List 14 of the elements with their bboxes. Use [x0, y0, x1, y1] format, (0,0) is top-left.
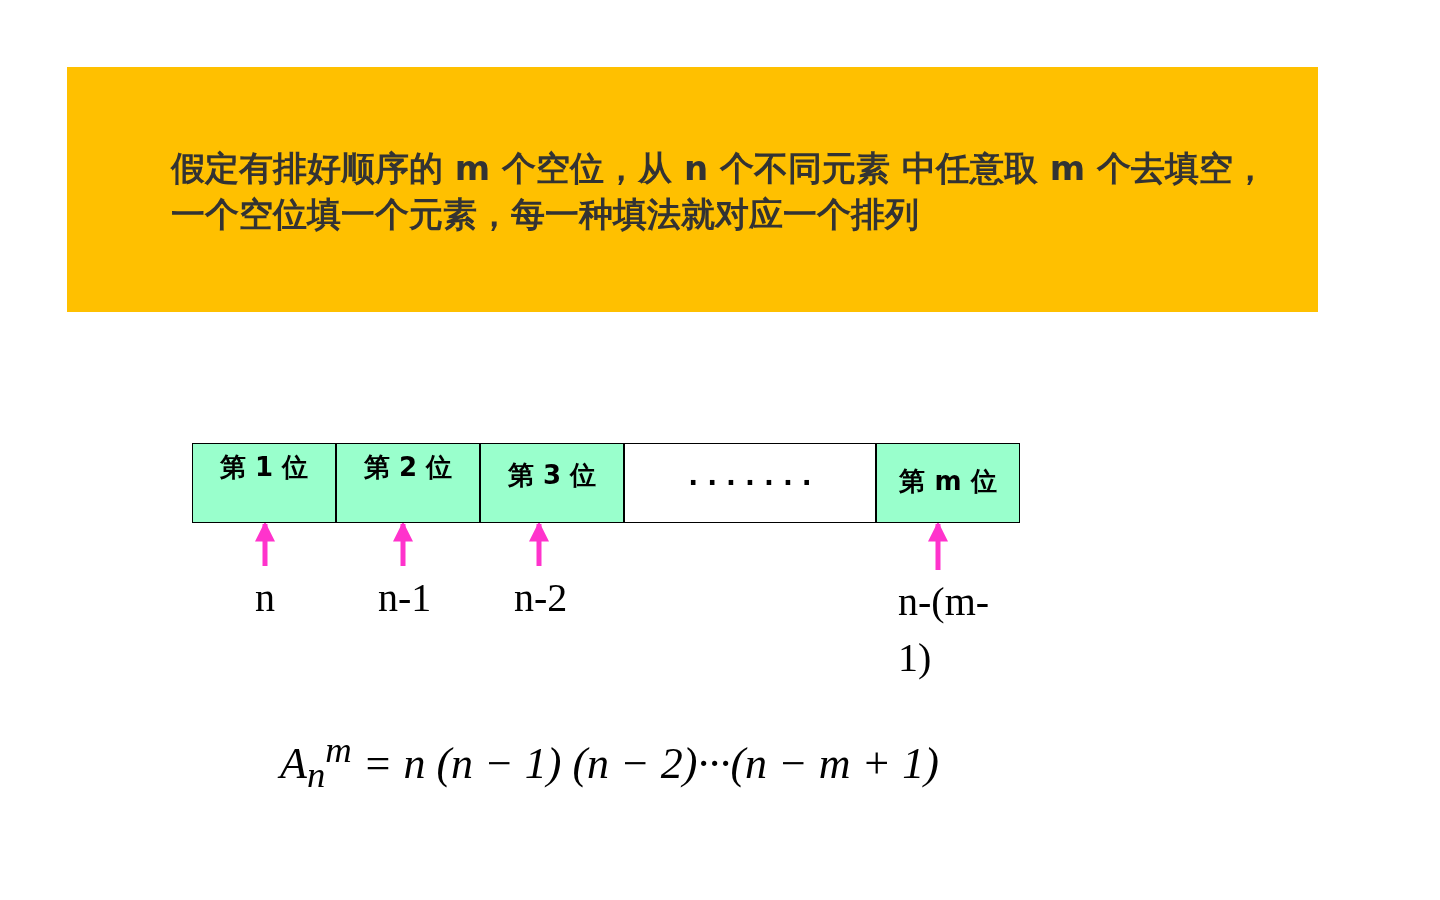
- position-cell: 第 m 位: [876, 443, 1020, 523]
- position-cell: 第 2 位: [336, 443, 480, 523]
- arrow: [529, 521, 549, 566]
- arrow: [928, 521, 948, 570]
- ellipsis-cell: · · · · · · ·: [624, 443, 876, 523]
- banner-text: 假定有排好顺序的 m 个空位，从 n 个不同元素 中任意取 m 个去填空，一个空位填一个元素，每一种填法就对应一个排列: [67, 67, 1318, 312]
- count-text: n: [255, 570, 295, 626]
- count-text: n-1: [378, 570, 448, 626]
- count-text: n-2: [514, 570, 584, 626]
- arrow: [393, 521, 413, 566]
- arrow: [255, 521, 275, 566]
- position-cell: 第 1 位: [192, 443, 336, 523]
- position-cell: 第 3 位: [480, 443, 624, 523]
- count-text: n-(m-1): [898, 574, 1016, 686]
